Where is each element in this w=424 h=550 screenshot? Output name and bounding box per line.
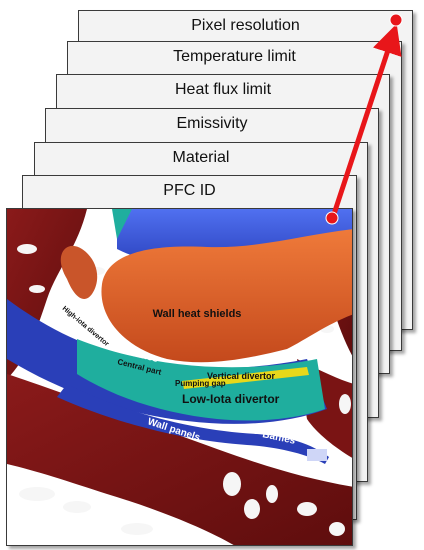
- label-vertical-divertor: Vertical divertor: [207, 371, 276, 381]
- layer-label-emissivity: Emissivity: [176, 115, 248, 132]
- upper-teal-strip: [112, 209, 132, 239]
- wall-hole: [29, 285, 45, 293]
- wall-panel-lower: [7, 374, 352, 545]
- lower-baffles-band: [57, 384, 329, 464]
- label-wall-heat-shields: Wall heat shields: [153, 308, 242, 320]
- wall-hole: [19, 487, 55, 501]
- label-low-iota-divertor: Low-Iota divertor: [182, 392, 280, 406]
- layer-label-material: Material: [172, 149, 230, 166]
- wall-hole: [63, 501, 91, 513]
- wall-hole: [339, 394, 351, 414]
- wall-hole: [17, 244, 37, 254]
- layer-label-pfc-id: PFC ID: [163, 182, 216, 199]
- pumping-gap-strip: [182, 367, 309, 389]
- layer-label-temperature-limit: Temperature limit: [173, 48, 296, 65]
- layer-label-pixel-resolution: Pixel resolution: [191, 17, 300, 34]
- baffle-tip: [307, 449, 327, 461]
- wall-hole: [329, 522, 345, 536]
- wall-panel-curl: [60, 245, 98, 299]
- wall-hole: [121, 523, 153, 535]
- wall-heat-shields-shape: [101, 229, 352, 363]
- wall-hole: [223, 472, 241, 496]
- wall-hole: [297, 502, 317, 516]
- layer-label-heat-flux-limit: Heat flux limit: [174, 81, 272, 98]
- label-pumping-gap: Pumping gap: [175, 379, 226, 388]
- render-image-panel: Wall heat shields Baffles High-iota dive…: [6, 208, 353, 546]
- render-illustration: Wall heat shields Baffles High-iota dive…: [7, 209, 352, 545]
- wall-hole: [244, 499, 260, 519]
- wall-hole: [266, 485, 278, 503]
